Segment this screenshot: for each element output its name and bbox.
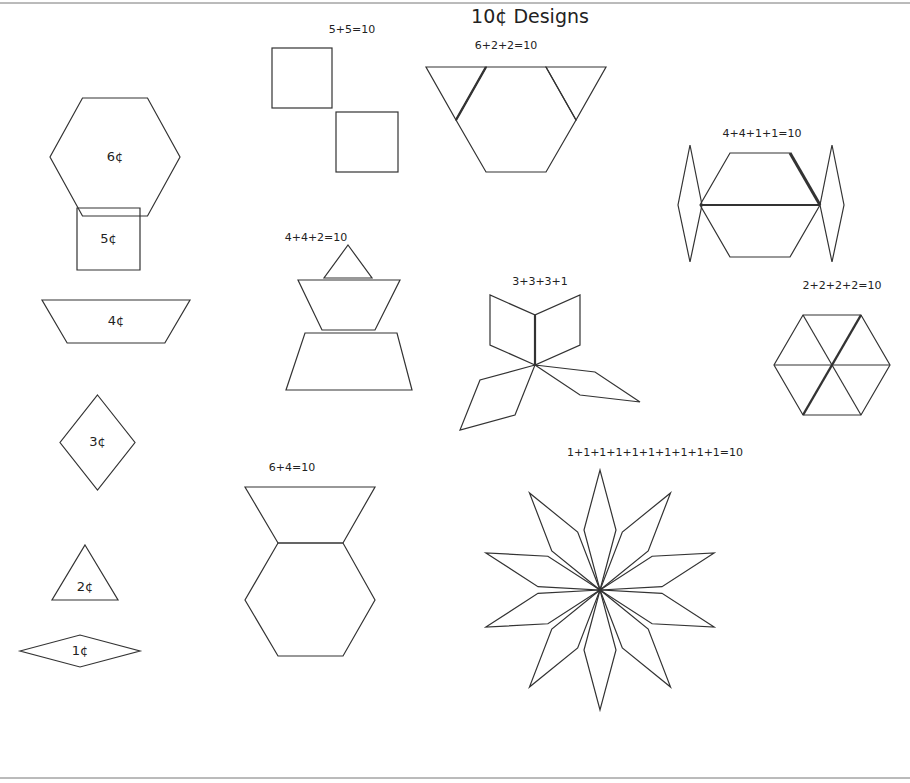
equation-label: 4+4+2=10 <box>285 232 348 244</box>
trapezoid-block: 4¢ <box>42 300 190 343</box>
thin-rhombus-block: 1¢ <box>20 635 140 667</box>
equation-label: 3+3+3+1 <box>512 276 568 288</box>
square-block: 5¢ <box>77 208 140 270</box>
price-label: 6¢ <box>107 150 124 164</box>
equation-label: 6+4=10 <box>269 462 315 474</box>
equation-label: 6+2+2=10 <box>475 40 538 52</box>
price-label: 2¢ <box>77 580 94 594</box>
price-label: 3¢ <box>89 435 106 449</box>
price-label: 4¢ <box>108 314 125 328</box>
page-title: 10¢ Designs <box>471 6 589 27</box>
rhombus-block: 3¢ <box>60 395 135 490</box>
equation-label: 4+4+1+1=10 <box>723 128 802 140</box>
triangle-block: 2¢ <box>52 545 118 600</box>
price-label: 1¢ <box>72 644 89 658</box>
equation-label: 5+5=10 <box>329 24 375 36</box>
price-label: 5¢ <box>100 232 117 246</box>
equation-label: 1+1+1+1+1+1+1+1+1+1=10 <box>567 447 743 459</box>
equation-label: 2+2+2+2=10 <box>803 280 882 292</box>
hexagon-block: 6¢ <box>50 98 180 216</box>
